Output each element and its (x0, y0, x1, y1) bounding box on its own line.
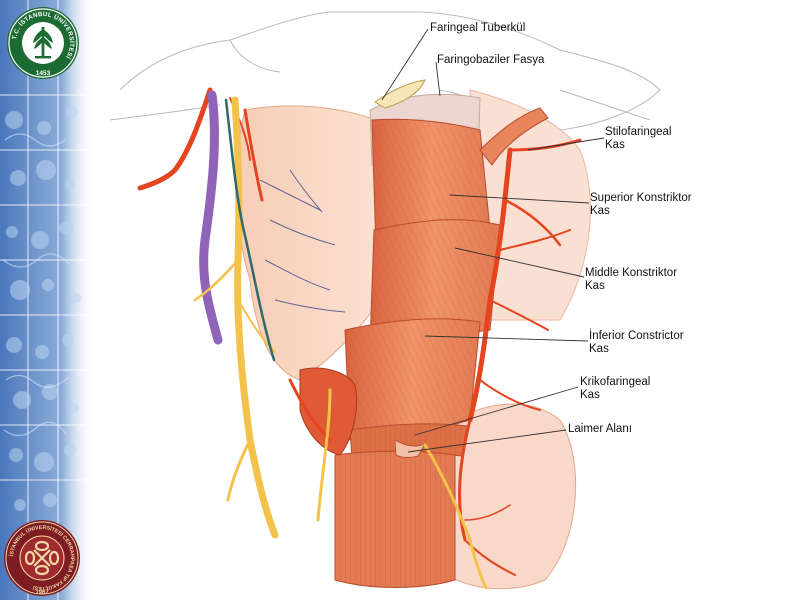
cerrahpasa-faculty-logo: İSTANBUL ÜNİVERSİTESİ CERRAHPAŞA TIP FAK… (4, 520, 80, 596)
label-krikofaringeal-line1: Krikofaringeal (580, 376, 651, 388)
label-stilofaringeal-line2: Kas (605, 139, 625, 151)
sympathetic-trunk (224, 98, 276, 362)
top-logo-year: 1453 (36, 70, 51, 77)
label-inferior-constrictor-line1: İnferior Constrictor (589, 330, 684, 342)
pharyngeal-venous-plexus (259, 169, 346, 313)
label-faringobaziler-fasya: Faringobaziler Fasya (437, 54, 544, 67)
label-inferior-constrictor-line2: Kas (589, 343, 609, 355)
label-laimer-alani: Laimer Alanı (568, 423, 632, 436)
label-superior-konstriktor-line2: Kas (590, 205, 610, 217)
label-faringobaziler-fasya-line1: Faringobaziler Fasya (437, 54, 545, 66)
label-middle-konstriktor-line2: Kas (585, 280, 605, 292)
label-inferior-constrictor-kas: İnferior Constrictor Kas (589, 330, 684, 356)
label-stilofaringeal-kas: Stilofaringeal Kas (605, 126, 671, 152)
label-krikofaringeal-kas: Krikofaringeal Kas (580, 376, 650, 402)
label-laimer-alani-line1: Laimer Alanı (568, 423, 632, 435)
label-faringeal-tuberkul: Faringeal Tuberkül (430, 22, 525, 35)
stylopharyngeus-muscle (479, 107, 549, 166)
label-faringeal-tuberkul-line1: Faringeal Tuberkül (430, 22, 526, 34)
label-middle-konstriktor-kas: Middle Konstriktor Kas (585, 267, 677, 293)
label-krikofaringeal-line2: Kas (580, 389, 600, 401)
pharyngeal-tubercle (374, 79, 426, 109)
label-superior-konstriktor-kas: Superior Konstriktor Kas (590, 192, 692, 218)
internal-jugular-vein (199, 90, 223, 345)
label-stilofaringeal-line1: Stilofaringeal (605, 126, 672, 138)
laimer-area (394, 439, 426, 458)
bottom-logo-year: 1967 (35, 590, 49, 596)
histology-strip (0, 0, 95, 600)
istanbul-university-logo: T.C. İSTANBUL ÜNİVERSİTESİ 1453 (7, 7, 79, 79)
label-middle-konstriktor-line1: Middle Konstriktor (585, 267, 678, 279)
recurrent-laryngeal-nerve (316, 388, 488, 590)
left-arteries (137, 87, 332, 442)
label-superior-konstriktor-line1: Superior Konstriktor (590, 192, 692, 204)
leader-lines (381, 28, 605, 453)
histology-strip-graphic (0, 0, 95, 600)
